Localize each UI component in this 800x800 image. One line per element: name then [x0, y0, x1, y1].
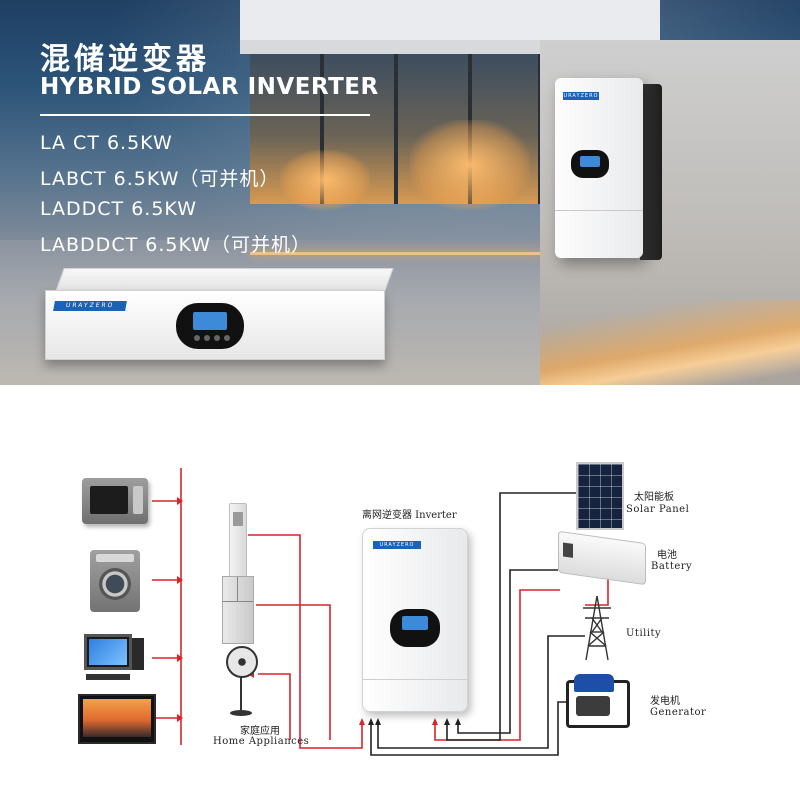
generator-label-cn: 发电机	[650, 696, 680, 707]
inverter-display	[390, 609, 440, 647]
model-item: LADDCT 6.5KW	[40, 198, 197, 220]
brand-logo: URAYZERO	[373, 541, 421, 549]
wiring-lines	[152, 468, 609, 756]
power-pylon-icon	[580, 594, 614, 662]
model-item: LABDDCT 6.5KW（可并机）	[40, 234, 312, 256]
computer-icon	[84, 634, 144, 682]
home-appliances-label-cn: 家庭应用	[240, 726, 280, 737]
banner-title-en: HYBRID SOLAR INVERTER	[40, 74, 379, 100]
battery-label-cn: 电池	[657, 550, 677, 561]
flat-inverter-image: URAYZERO	[45, 268, 394, 360]
refrigerator-icon	[222, 576, 254, 644]
generator-icon	[566, 674, 630, 728]
solar-label-en: Solar Panel	[626, 504, 690, 515]
inverter-label: 离网逆变器 Inverter	[362, 510, 457, 521]
battery-label-en: Battery	[651, 561, 693, 572]
home-appliances-label-en: Home Appliances	[213, 736, 310, 747]
model-item: LABCT 6.5KW（可并机）	[40, 168, 280, 190]
washing-machine-icon	[90, 550, 140, 612]
fan-icon	[226, 646, 258, 718]
wall-inverter-image: URAYZERO	[555, 78, 643, 258]
interior-light	[410, 120, 530, 210]
banner-title-cn: 混储逆变器	[40, 42, 210, 77]
wall-light-glow	[540, 300, 800, 385]
tv-icon	[78, 694, 156, 744]
floor-light-strip	[250, 252, 540, 255]
inverter-display	[571, 150, 609, 178]
product-banner: 混储逆变器 HYBRID SOLAR INVERTER LA CT 6.5KW …	[0, 0, 800, 385]
title-divider	[40, 114, 370, 116]
brand-logo: URAYZERO	[563, 92, 599, 100]
interior-light	[280, 150, 370, 210]
generator-label-en: Generator	[650, 707, 707, 718]
model-item: LA CT 6.5KW	[40, 132, 173, 154]
inverter-unit: URAYZERO	[362, 528, 468, 712]
solar-panel-icon	[576, 462, 624, 530]
solar-label-cn: 太阳能板	[634, 492, 674, 503]
utility-label: Utility	[626, 628, 662, 639]
microwave-icon	[82, 478, 148, 524]
inverter-heatsink	[640, 84, 662, 260]
wiring-diagram: 家庭应用 Home Appliances 离网逆变器 Inverter URAY…	[0, 400, 800, 800]
inverter-display	[176, 303, 244, 349]
brand-logo: URAYZERO	[53, 301, 127, 311]
building-overhang	[240, 0, 660, 40]
